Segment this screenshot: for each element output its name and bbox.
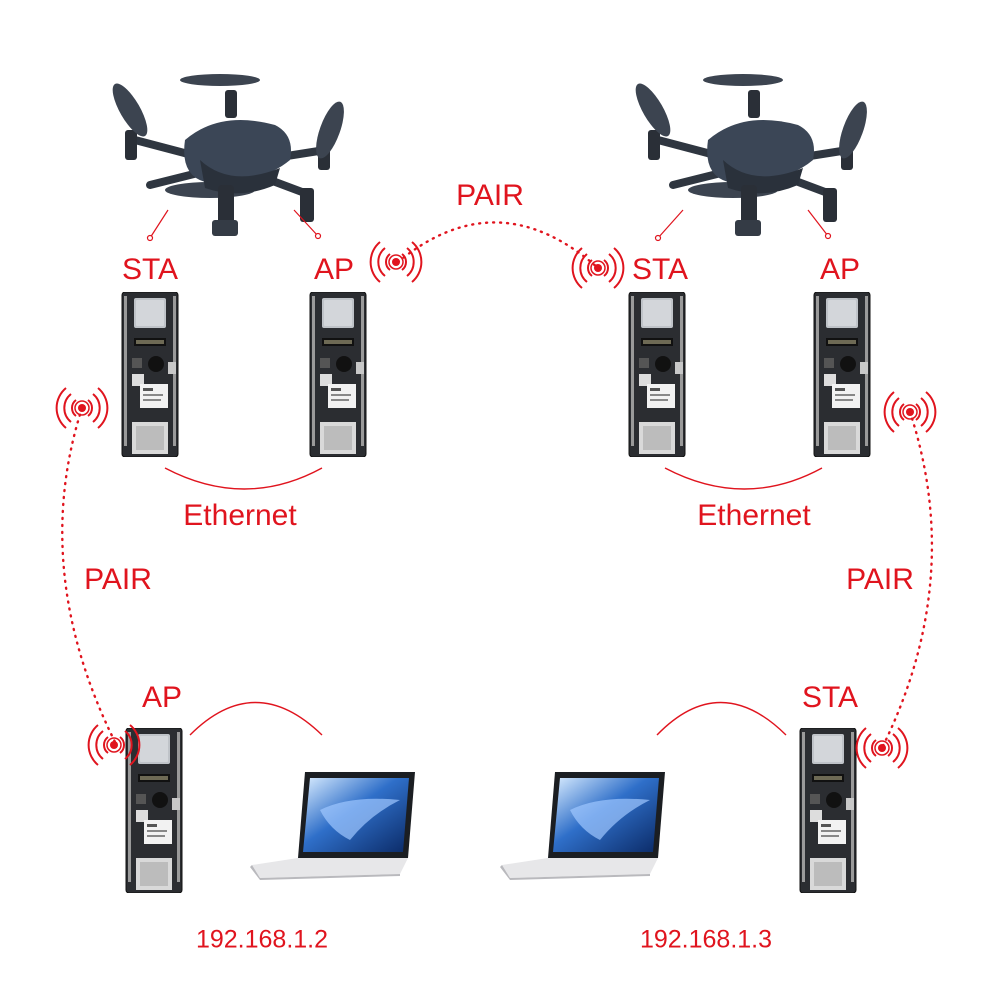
ap-label-drone2: AP xyxy=(819,253,861,286)
sta-label-drone1: STA xyxy=(121,253,179,286)
pair-links xyxy=(61,221,934,750)
board-drone2-ap xyxy=(813,292,871,457)
ethernet-arc-right xyxy=(664,467,823,490)
ethernet-arc-left xyxy=(164,467,323,490)
lan-arc-left xyxy=(189,701,323,736)
drone-right xyxy=(629,74,872,236)
board-ground-sta xyxy=(799,728,857,893)
sta-label-ground: STA xyxy=(801,681,859,714)
ip-address-left: 192.168.1.2 xyxy=(195,925,329,954)
sta-label-drone2: STA xyxy=(631,253,689,286)
pair-label-right: PAIR xyxy=(846,563,914,596)
ap-label-drone1: AP xyxy=(313,253,355,286)
pair-link-top xyxy=(396,221,600,270)
wifi-signal-icon xyxy=(883,391,937,433)
wifi-signal-icon xyxy=(55,387,109,429)
board-drone2-sta xyxy=(628,292,686,457)
drone-left xyxy=(106,74,349,236)
laptop-left xyxy=(250,772,415,880)
pair-link-left xyxy=(61,406,117,744)
wifi-signal-icon xyxy=(369,241,423,283)
ip-address-right: 192.168.1.3 xyxy=(639,925,773,954)
lan-arc-right xyxy=(656,701,787,736)
board-drone1-sta xyxy=(121,292,179,457)
ethernet-label-left: Ethernet xyxy=(183,499,297,532)
wifi-signal-icon xyxy=(855,727,909,769)
cable-arcs xyxy=(164,467,823,736)
pair-label-left: PAIR xyxy=(84,563,152,596)
board-drone1-ap xyxy=(309,292,367,457)
ap-label-ground: AP xyxy=(141,681,183,714)
laptop-right xyxy=(500,772,665,880)
drone-pointers xyxy=(146,209,832,242)
ethernet-label-right: Ethernet xyxy=(697,499,811,532)
wifi-signal-icon xyxy=(571,247,625,289)
pair-label-top: PAIR xyxy=(456,179,524,212)
board-ground-ap xyxy=(125,728,183,893)
